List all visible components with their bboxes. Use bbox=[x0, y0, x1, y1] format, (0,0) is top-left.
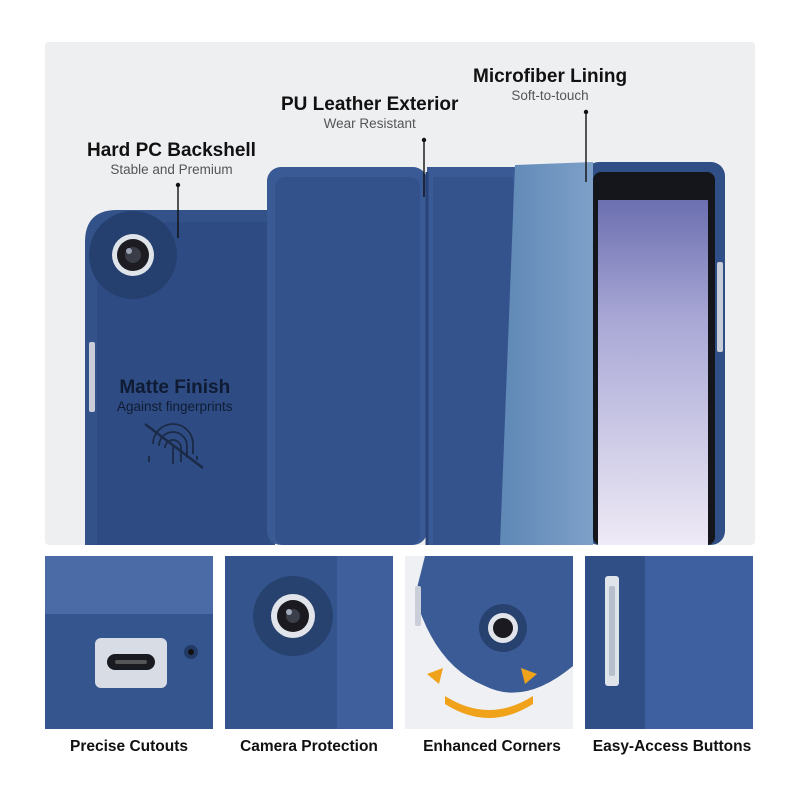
callout-subtitle: Soft-to-touch bbox=[511, 88, 589, 103]
thumb-easy-access-buttons bbox=[585, 556, 753, 729]
camera-lens-icon bbox=[479, 604, 527, 652]
callout-subtitle: Wear Resistant bbox=[323, 116, 416, 131]
callout-title: Microfiber Lining bbox=[473, 66, 628, 87]
caption-easy-access-buttons: Easy-Access Buttons bbox=[592, 738, 752, 755]
caption-camera-protection: Camera Protection bbox=[240, 738, 378, 755]
callout-subtitle: Against fingerprints bbox=[117, 399, 233, 414]
thumb-precise-cutouts bbox=[45, 556, 213, 729]
microfiber-lining-flap bbox=[500, 162, 593, 545]
callout-lining: Microfiber Lining Soft-to-touch bbox=[473, 66, 627, 104]
callout-title: Hard PC Backshell bbox=[87, 140, 256, 161]
callout-backshell: Hard PC Backshell Stable and Premium bbox=[87, 140, 256, 178]
callout-title: PU Leather Exterior bbox=[281, 94, 459, 115]
callout-matte: Matte Finish Against fingerprints bbox=[117, 377, 233, 415]
main-product-image: Hard PC Backshell Stable and Premium PU … bbox=[45, 42, 755, 545]
thumb-enhanced-corners bbox=[405, 556, 573, 729]
caption-enhanced-corners: Enhanced Corners bbox=[423, 738, 561, 755]
callout-subtitle: Stable and Premium bbox=[110, 162, 233, 177]
callout-title: Matte Finish bbox=[119, 377, 231, 398]
tablet-case-illustration bbox=[85, 109, 725, 545]
usb-c-port-icon bbox=[95, 638, 167, 688]
caption-precise-cutouts: Precise Cutouts bbox=[69, 738, 188, 755]
thumb-camera-protection bbox=[225, 556, 393, 729]
orange-arrow-icon bbox=[427, 668, 537, 718]
callout-exterior: PU Leather Exterior Wear Resistant bbox=[281, 94, 458, 132]
fingerprint-icon bbox=[144, 423, 204, 469]
camera-lens-icon bbox=[271, 594, 315, 638]
camera-lens-icon bbox=[112, 234, 154, 276]
tablet-screen bbox=[598, 200, 708, 545]
